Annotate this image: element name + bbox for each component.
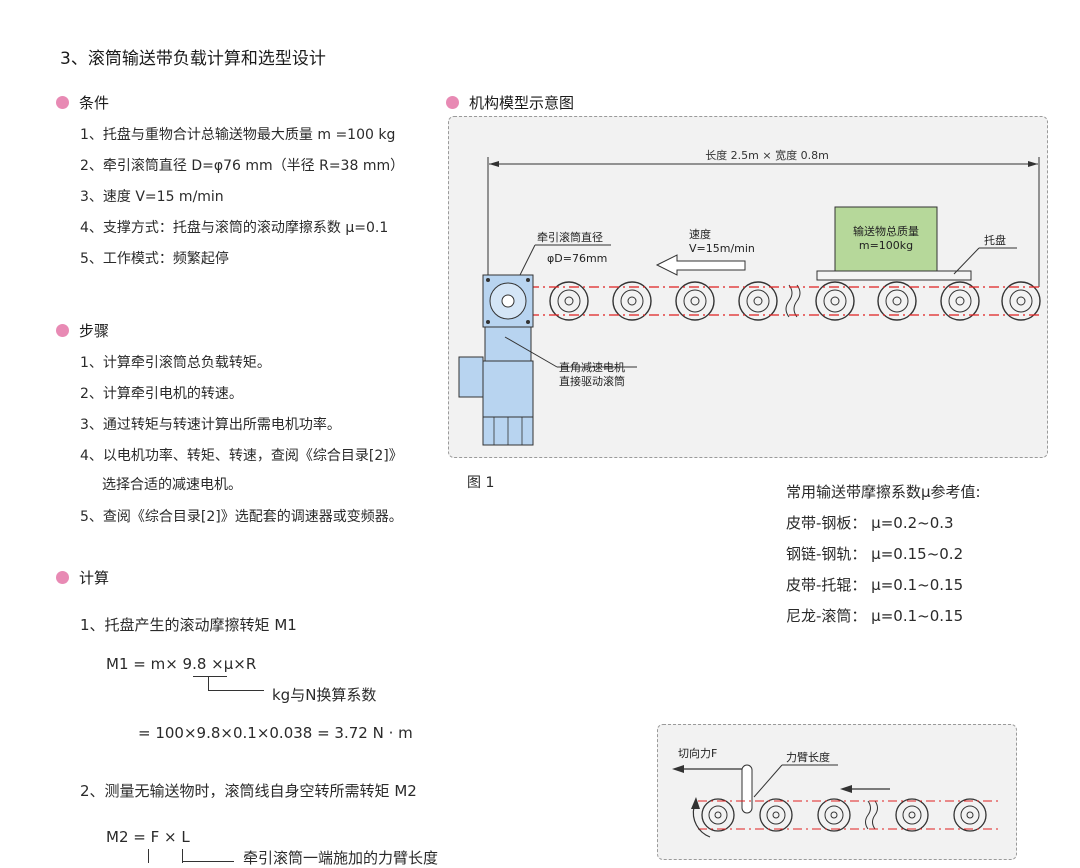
roller-icon xyxy=(877,281,917,321)
lever-arm xyxy=(741,764,753,814)
m2-formula: M2 = F × L xyxy=(106,828,190,846)
condition-item: 4、支撑方式：托盘与滚筒的滚动摩擦系数 μ=0.1 xyxy=(80,220,389,236)
roller-icon xyxy=(815,281,855,321)
rotation-arrow-icon xyxy=(692,806,711,838)
roller-icon xyxy=(940,281,980,321)
figure-caption: 图 1 xyxy=(467,475,495,491)
friction-ref-heading: 常用输送带摩擦系数μ参考值: xyxy=(786,483,981,501)
step-item: 选择合适的减速电机。 xyxy=(102,477,242,493)
motor-label-1: 直角减速电机 xyxy=(559,360,625,374)
break-symbol-icon xyxy=(785,284,801,318)
formula-bracket xyxy=(208,677,209,691)
roller-icon xyxy=(817,798,851,832)
steps-heading: 步骤 xyxy=(56,320,109,341)
m1-formula: M1 = m× 9.8 ×μ×R xyxy=(106,655,257,673)
roller-icon xyxy=(612,281,652,321)
m1-result: = 100×9.8×0.1×0.038 = 3.72 N · m xyxy=(138,724,413,742)
bullet-icon xyxy=(56,571,69,584)
friction-ref-item: 皮带-钢板： μ=0.2~0.3 xyxy=(786,514,954,532)
diagram-heading: 机构模型示意图 xyxy=(446,92,574,113)
break-symbol-icon xyxy=(865,800,878,830)
condition-item: 1、托盘与重物合计总输送物最大质量 m =100 kg xyxy=(80,127,396,143)
m1-note: kg与N换算系数 xyxy=(272,686,377,704)
torque-svg: 切向力F 力臂长度 xyxy=(672,746,998,838)
roller-icon xyxy=(701,798,735,832)
speed-label: 速度 xyxy=(689,227,711,241)
conditions-heading: 条件 xyxy=(56,92,109,113)
leader-line xyxy=(953,247,980,275)
friction-ref-item: 尼龙-滚筒： μ=0.1~0.15 xyxy=(786,607,964,625)
step-item: 2、计算牵引电机的转速。 xyxy=(80,386,243,402)
condition-item: 2、牵引滚筒直径 D=φ76 mm（半径 R=38 mm） xyxy=(80,158,405,174)
mechanism-diagram: 长度 2.5m × 宽度 0.8m 输送物总质量 m=100kg 托盘 速度 V… xyxy=(448,116,1048,458)
leader-line xyxy=(753,764,783,798)
formula-underline xyxy=(193,676,227,677)
arrowhead-icon xyxy=(489,161,499,167)
arm-label: 力臂长度 xyxy=(786,750,830,764)
calc-heading: 计算 xyxy=(56,567,109,588)
roller-icon xyxy=(895,798,929,832)
page-title: 3、滚筒输送带负载计算和选型设计 xyxy=(60,49,326,69)
roller-label: 牵引滚筒直径 xyxy=(537,230,603,244)
calc-item-2: 2、测量无输送物时，滚筒线自身空转所需转矩 M2 xyxy=(80,782,417,800)
arrowhead-icon xyxy=(1028,161,1038,167)
condition-item: 5、工作模式：频繁起停 xyxy=(80,251,229,267)
speed-value: V=15m/min xyxy=(689,242,755,255)
friction-ref-item: 钢链-钢轨： μ=0.15~0.2 xyxy=(786,545,964,563)
gearbox-body xyxy=(484,326,532,362)
terminal-box xyxy=(458,356,484,398)
arrowhead-icon xyxy=(672,765,684,773)
roller-icon xyxy=(1001,281,1041,321)
step-item: 1、计算牵引滚筒总负载转矩。 xyxy=(80,355,271,371)
roller-row xyxy=(701,798,987,832)
load-value: m=100kg xyxy=(859,239,913,252)
step-item: 5、查阅《综合目录[2]》选配套的调速器或变频器。 xyxy=(80,509,403,525)
roller-icon xyxy=(675,281,715,321)
torque-diagram: 切向力F 力臂长度 xyxy=(657,724,1017,860)
force-label: 切向力F xyxy=(678,746,717,760)
dimension-label: 长度 2.5m × 宽度 0.8m xyxy=(705,148,829,162)
speed-arrow-icon xyxy=(655,254,746,276)
bullet-icon xyxy=(446,96,459,109)
formula-bracket xyxy=(208,690,264,691)
load-label: 输送物总质量 xyxy=(853,224,919,238)
arrowhead-icon xyxy=(840,785,852,793)
roller-value: φD=76mm xyxy=(547,252,607,265)
roller-icon xyxy=(953,798,987,832)
roller-icon xyxy=(759,798,793,832)
roller-row xyxy=(549,281,1041,321)
step-item: 3、通过转矩与转速计算出所需电机功率。 xyxy=(80,417,341,433)
drive-roller-icon xyxy=(501,294,515,308)
formula-bracket xyxy=(182,849,183,863)
bullet-icon xyxy=(56,324,69,337)
condition-item: 3、速度 V=15 m/min xyxy=(80,189,224,205)
pallet xyxy=(816,270,972,281)
pallet-label: 托盘 xyxy=(984,233,1006,247)
formula-bracket xyxy=(182,861,234,862)
step-item: 4、以电机功率、转矩、转速，查阅《综合目录[2]》 xyxy=(80,448,403,464)
formula-bracket xyxy=(148,849,149,863)
leader-line xyxy=(504,336,558,368)
mechanism-svg: 长度 2.5m × 宽度 0.8m 输送物总质量 m=100kg 托盘 速度 V… xyxy=(458,148,1041,446)
roller-icon xyxy=(738,281,778,321)
m2-note: 牵引滚筒一端施加的力臂长度 xyxy=(243,849,439,867)
bullet-icon xyxy=(56,96,69,109)
friction-ref-item: 皮带-托辊： μ=0.1~0.15 xyxy=(786,576,964,594)
roller-icon xyxy=(549,281,589,321)
calc-item-1: 1、托盘产生的滚动摩擦转矩 M1 xyxy=(80,616,297,634)
motor-label-2: 直接驱动滚筒 xyxy=(559,374,625,388)
load-box xyxy=(834,206,938,272)
